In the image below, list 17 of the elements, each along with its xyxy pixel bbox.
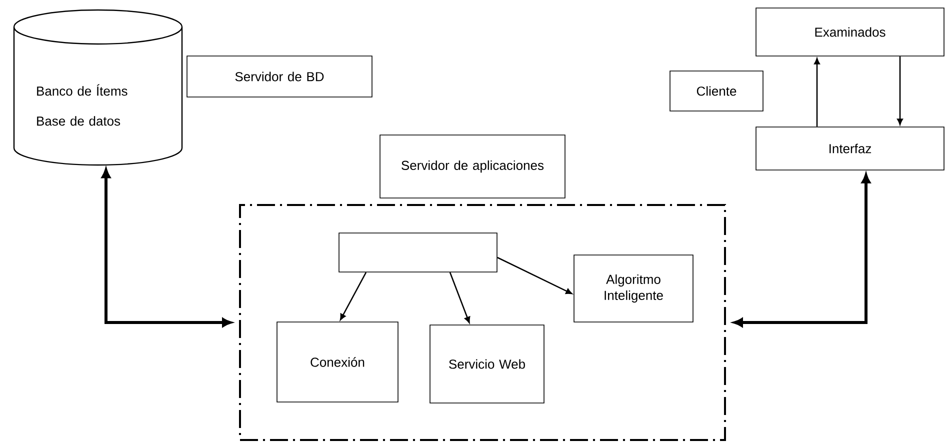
process-box: Examinados xyxy=(756,8,944,56)
arrow xyxy=(340,272,367,320)
arrow xyxy=(814,58,820,127)
process-box: Conexión xyxy=(276,322,398,402)
dash-dot-frame xyxy=(239,204,726,441)
process-box: Servidor de BD xyxy=(186,56,372,98)
process-box: Servicio Web xyxy=(430,324,544,404)
process-box xyxy=(338,232,498,272)
process-box: Interfaz xyxy=(756,126,944,170)
process-box: Algoritmo Inteligente xyxy=(574,254,694,322)
arrow xyxy=(102,168,232,327)
database-cylinder: Banco de Ítems Base de datos xyxy=(13,9,183,166)
process-box: Servidor de aplicaciones xyxy=(380,134,566,198)
process-box: Cliente xyxy=(670,70,764,112)
arrow xyxy=(897,56,903,125)
arrow xyxy=(449,272,470,324)
arrow xyxy=(497,256,572,294)
